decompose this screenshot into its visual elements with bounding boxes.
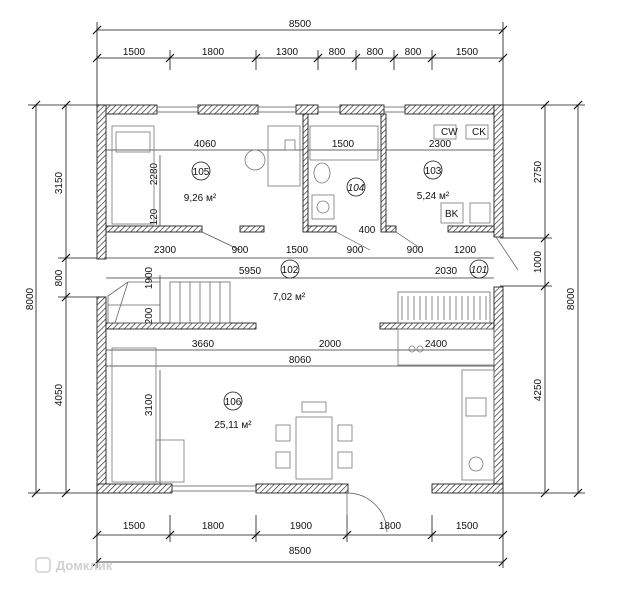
top-seg-7: 1500 [456,47,479,58]
room-106-area: 25,11 м² [214,420,252,431]
interior-walls [105,113,495,330]
interior-dim-lines [106,149,494,484]
dim-3100: 3100 [144,393,155,416]
left-seg-2: 800 [54,269,65,286]
right-seg-1: 2750 [533,160,544,183]
dim-2280: 2280 [149,162,160,185]
top-seg-4: 800 [329,47,346,58]
dim-3660: 3660 [192,339,215,350]
door-swings [201,231,519,533]
dim-900-c: 900 [407,245,424,256]
dim-1900: 1900 [144,266,155,289]
left-dimensions [28,100,105,498]
top-seg-2: 1800 [202,47,225,58]
dim-2300-b: 2300 [154,245,177,256]
dim-900-b: 900 [347,245,364,256]
dim-120: 120 [149,208,160,225]
room-103-number: 103 [425,166,442,177]
bathroom-fixtures [309,125,379,220]
room-104-number: 104 [348,183,365,194]
dim-900-a: 900 [232,245,249,256]
dim-2300-a: 2300 [429,139,452,150]
dim-2030: 2030 [435,266,458,277]
top-seg-1: 1500 [123,47,146,58]
right-seg-3: 4250 [533,378,544,401]
dim-4060: 4060 [194,139,217,150]
dim-8060: 8060 [289,355,312,366]
bottom-seg-1: 1500 [123,521,146,532]
dim-1500-b: 1500 [286,245,309,256]
hall-wardrobe [397,291,491,324]
ck-label: CK [472,127,486,138]
room-102-number: 102 [282,265,299,276]
bedroom-furniture [111,125,301,225]
top-dimensions [92,22,508,105]
right-seg-2: 1000 [533,250,544,273]
bottom-seg-2: 1800 [202,521,225,532]
bottom-dimensions [92,490,508,568]
bottom-seg-4: 1800 [379,521,402,532]
top-total-dim: 8500 [289,19,312,30]
bottom-total-dim: 8500 [289,546,312,557]
watermark-text: Домклик [56,558,113,573]
room-102-area: 7,02 м² [273,292,306,303]
staircase [107,281,231,324]
dim-2400: 2400 [425,339,448,350]
top-seg-6: 800 [405,47,422,58]
bk-label: BK [445,209,459,220]
room-106-number: 106 [225,397,242,408]
cw-label: CW [441,127,458,138]
room-labels [191,160,489,411]
bottom-seg-5: 1500 [456,521,479,532]
living-furniture [111,328,495,483]
exterior-walls [96,104,504,494]
dim-1500-a: 1500 [332,139,355,150]
right-dimensions [495,100,585,498]
right-total-dim: 8000 [566,287,577,310]
watermark-logo-icon [35,557,51,573]
left-seg-3: 4050 [54,383,65,406]
dim-5950: 5950 [239,266,262,277]
room-105-number: 105 [193,167,210,178]
left-seg-1: 3150 [54,171,65,194]
bottom-seg-3: 1900 [290,521,313,532]
dim-1200: 1200 [454,245,477,256]
left-total-dim: 8000 [25,287,36,310]
room-103-area: 5,24 м² [417,191,450,202]
room-101-number: 101 [471,265,488,276]
top-seg-3: 1300 [276,47,299,58]
dim-400: 400 [359,225,376,236]
dim-200: 200 [144,307,155,324]
utility-fixtures [433,124,491,224]
room-105-area: 9,26 м² [184,193,217,204]
top-seg-5: 800 [367,47,384,58]
dim-2000: 2000 [319,339,342,350]
